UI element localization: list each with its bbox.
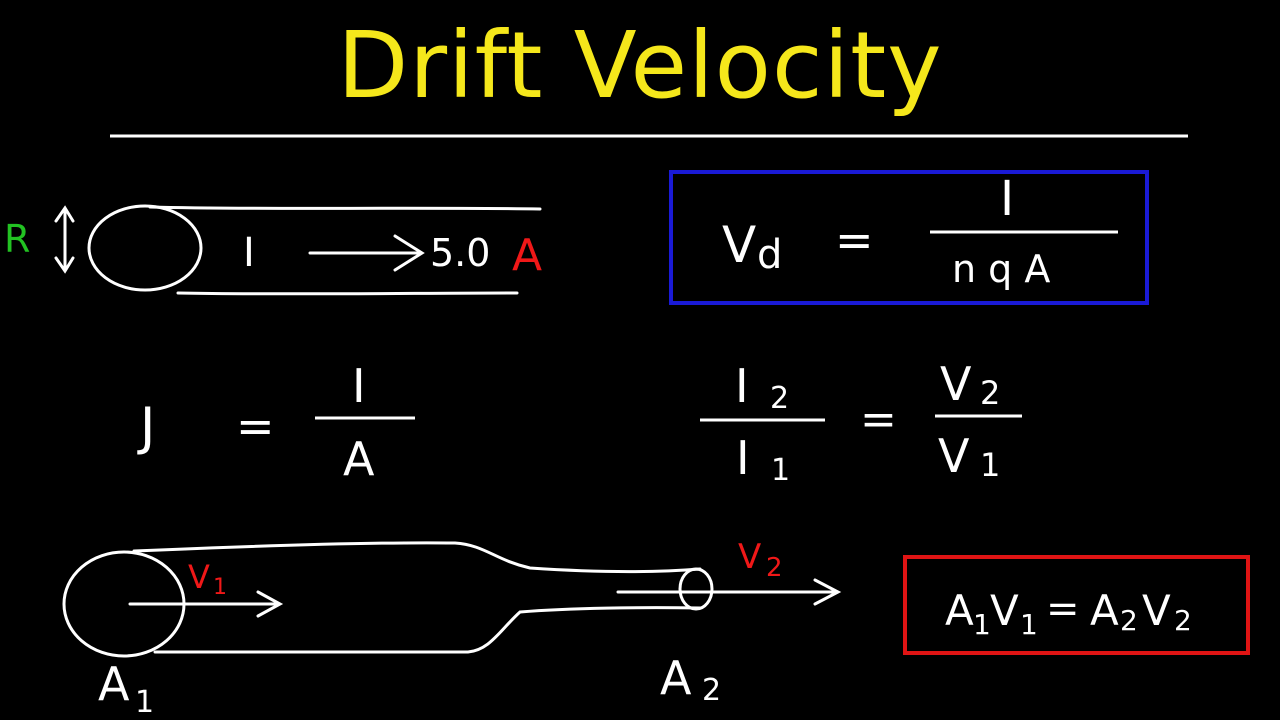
cont-v2: V [1142,586,1171,635]
density-denominator: A [343,432,375,486]
cont-equals: = [1046,586,1080,632]
drift-equals: = [835,213,874,267]
current-symbol: I [243,230,255,276]
v2-subscript: 2 [766,553,783,583]
cont-a2-sub: 2 [1120,604,1138,637]
cont-v2-sub: 2 [1174,604,1192,637]
wire-lower-edge [153,606,702,654]
current-unit: A [512,230,542,281]
v1-subscript: 1 [213,575,227,600]
density-lhs: J [137,397,155,457]
bottom-wire [62,541,842,658]
current-value: 5.0 [430,231,490,275]
a2-subscript: 2 [702,673,721,708]
ratio-left-den: I [736,431,750,485]
current-arrow [308,234,425,272]
ratio-left-num: I [735,359,749,413]
drift-lhs-symbol: V [722,216,756,274]
drift-lhs-subscript: d [757,232,782,278]
wire-bottom-edge [176,291,519,296]
ratio-left-num-sub: 2 [770,381,789,416]
narrow-cross-section [678,567,714,611]
radius-label: R [4,217,30,261]
radius-arrow [54,205,75,274]
drift-denominator: n q A [952,247,1050,291]
a2-symbol: A [660,651,692,705]
ratio-left-den-sub: 1 [771,453,790,488]
cont-v1-sub: 1 [1020,608,1038,641]
cont-v1: V [990,586,1019,635]
drift-formula-box [669,170,1149,305]
ratio-equals: = [860,394,897,445]
v1-arrow [128,590,284,618]
a1-symbol: A [98,657,130,711]
wire-upper-edge [132,541,702,574]
drift-numerator: I [1000,171,1014,227]
cont-a1-sub: 1 [973,608,991,641]
page-title: Drift Velocity [337,12,943,119]
density-numerator: I [352,359,366,413]
ratio-right-den-sub: 1 [980,446,1000,484]
v1-symbol: V [188,558,210,596]
cont-a1: A [945,586,974,635]
wire-top-edge [148,205,542,211]
ratio-right-num: V [940,357,972,411]
density-equals: = [236,399,275,453]
ratio-right-num-sub: 2 [980,374,1000,412]
continuity-formula-box [903,555,1250,655]
a1-subscript: 1 [135,685,154,720]
top-wire [54,204,542,296]
v2-symbol: V [738,537,761,577]
v2-arrow [616,578,842,606]
ratio-right-den: V [938,429,970,483]
wire-cross-section [87,204,203,292]
cont-a2: A [1090,586,1119,635]
